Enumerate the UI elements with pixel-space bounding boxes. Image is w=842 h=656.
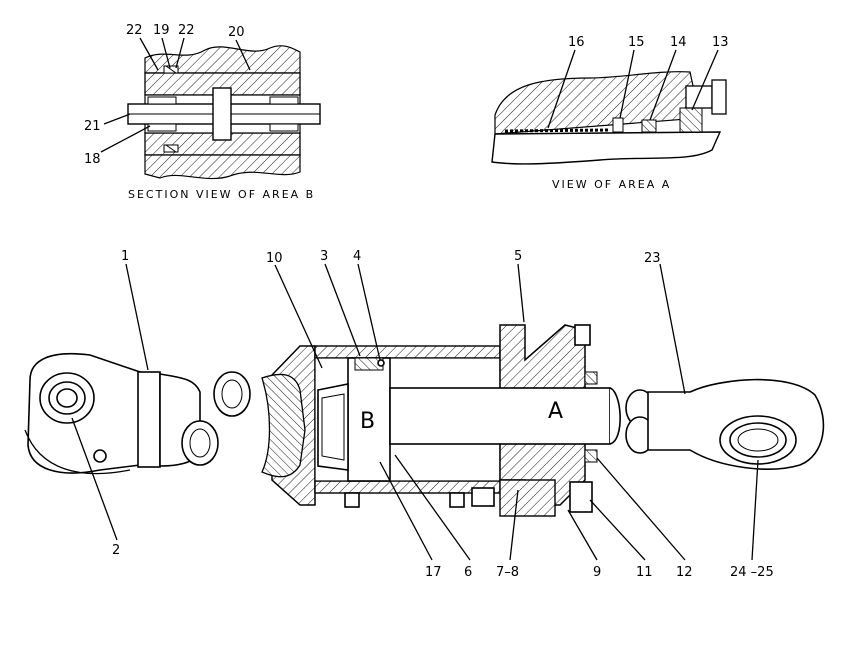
left-clevis-eye	[24, 352, 201, 475]
label-10: 10	[266, 251, 283, 266]
label-12: 12	[676, 565, 693, 580]
label-3: 3	[320, 249, 328, 264]
piston	[317, 357, 391, 482]
label-17: 17	[425, 565, 442, 580]
label-24-25: 24 –25	[730, 565, 774, 580]
label-14: 14	[670, 35, 687, 50]
label-5: 5	[514, 249, 522, 264]
leader-lines-area-a	[547, 49, 719, 129]
label-22-left: 22	[126, 23, 143, 38]
label-4: 4	[353, 249, 361, 264]
label-6: 6	[464, 565, 472, 580]
area-letter-b: B	[360, 409, 375, 434]
part-labels: 22 19 22 20 21 18 16 15 14 13 1 10 3 4 5…	[84, 23, 774, 580]
leader-lines-main	[71, 263, 759, 561]
label-1: 1	[121, 249, 129, 264]
caption-area-b: SECTION VIEW OF AREA B	[128, 188, 315, 201]
label-16: 16	[568, 35, 585, 50]
left-rod-end	[181, 371, 251, 466]
label-21: 21	[84, 119, 101, 134]
section-view-area-b	[127, 45, 321, 180]
view-area-a	[491, 71, 727, 165]
label-15: 15	[628, 35, 645, 50]
label-19: 19	[153, 23, 170, 38]
label-11: 11	[636, 565, 653, 580]
label-18: 18	[84, 152, 101, 167]
label-2: 2	[112, 543, 120, 558]
label-7-8: 7–8	[496, 565, 519, 580]
label-22-right: 22	[178, 23, 195, 38]
leader-lines-area-b	[100, 37, 251, 153]
label-9: 9	[593, 565, 601, 580]
label-23: 23	[644, 251, 661, 266]
caption-area-a: VIEW OF AREA A	[552, 178, 671, 191]
right-rod-end	[625, 378, 825, 470]
label-13: 13	[712, 35, 729, 50]
piston-rod	[389, 387, 621, 445]
label-20: 20	[228, 25, 245, 40]
area-letter-a: A	[548, 399, 563, 424]
